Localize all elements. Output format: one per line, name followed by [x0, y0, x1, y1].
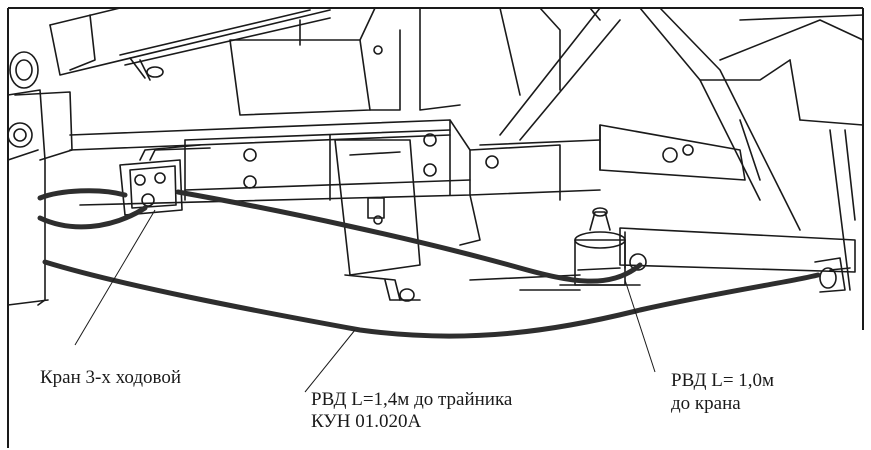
left-frame-post — [7, 51, 73, 306]
hose-left-2 — [37, 205, 148, 230]
hose-main — [42, 259, 821, 339]
right-cylinder-upper — [599, 119, 864, 291]
frame-beam — [69, 119, 601, 206]
lower-cylinder — [619, 227, 856, 293]
hose-left-1 — [37, 188, 128, 201]
leader-hose-short — [624, 279, 656, 373]
hose-to-valve — [175, 189, 643, 284]
leader-lines — [74, 209, 656, 393]
tee-fitting — [559, 207, 647, 286]
three-way-valve — [119, 144, 211, 216]
label-hose-short-line1: РВД L= 1,0м — [671, 370, 775, 391]
label-hose-long-line1: РВД L=1,4м до трайника — [311, 389, 513, 410]
upper-structure — [229, 7, 864, 201]
hydraulic-hoses — [37, 188, 821, 339]
label-hose-short-line2: до крана — [671, 393, 741, 414]
label-valve: Кран 3-х ходовой — [40, 367, 182, 388]
leader-hose-long — [304, 329, 356, 393]
center-bracket — [334, 139, 481, 302]
label-hose-long-line2: КУН 01.020А — [311, 411, 422, 432]
top-cylinder — [49, 7, 331, 81]
drawing-border — [7, 7, 864, 448]
leader-valve — [74, 209, 156, 346]
